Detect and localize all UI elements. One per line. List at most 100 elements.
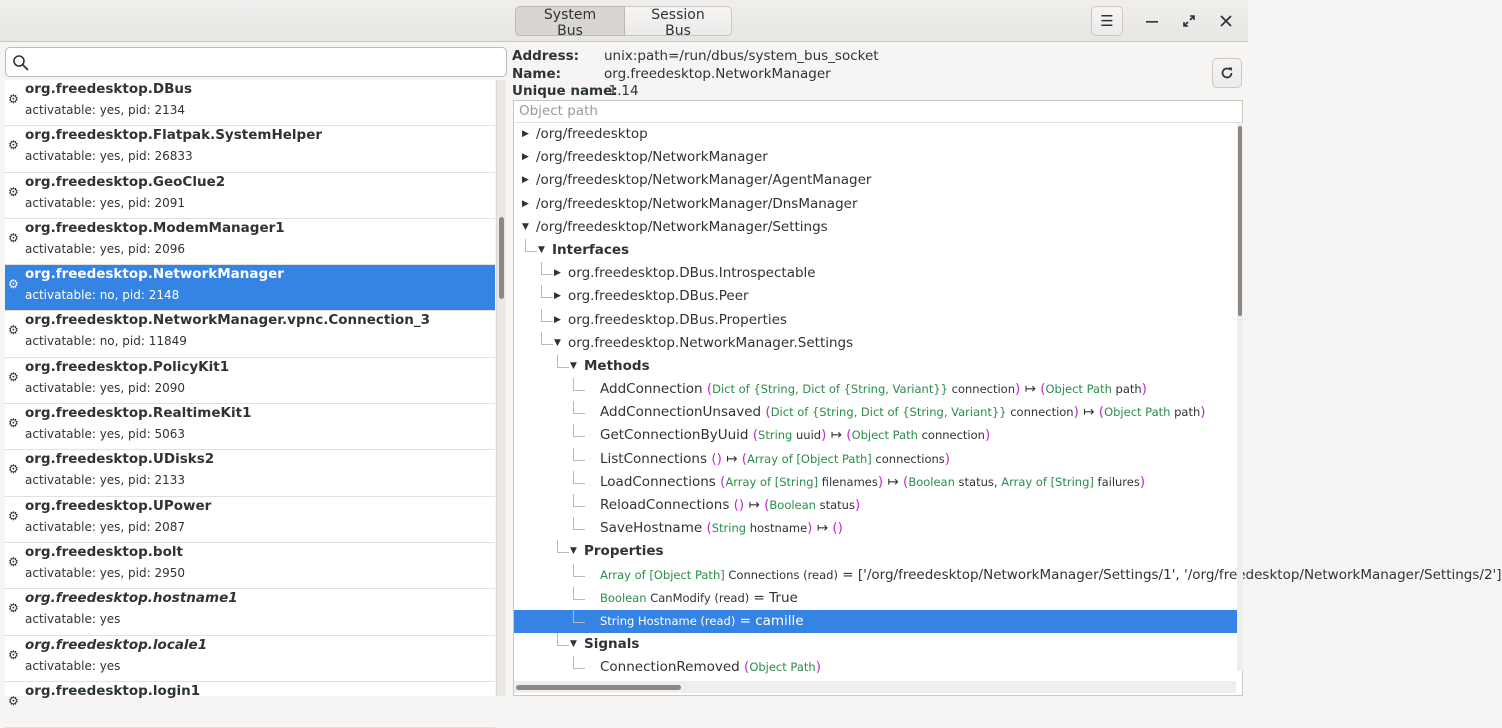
tree-row-text: /org/freedesktop/NetworkManager/DnsManag… [536,195,858,212]
scrollbar-thumb[interactable] [499,217,504,299]
tree-row-text: CanModify (read) [646,590,750,605]
tree-vertical-scrollbar[interactable] [1237,123,1243,671]
tree-row-text: String [711,521,747,536]
tree-row[interactable]: ▶ /org/freedesktop/NetworkManager [514,146,1242,169]
scrollbar-thumb[interactable] [516,685,681,690]
tree-row[interactable]: ▶org.freedesktop.DBus.Properties [514,308,1242,332]
bus-name-label: org.freedesktop.login1 [25,682,201,699]
tree-row[interactable]: ▼Properties [514,540,1242,563]
expander-collapsed-icon[interactable]: ▶ [522,129,529,139]
tree-row-text: /org/freedesktop/NetworkManager [536,149,768,166]
tree-row-text: ↦ [744,497,765,513]
search-input[interactable] [34,52,494,72]
tree-row-text: ( [846,427,852,444]
tree-row[interactable]: LoadConnections (Array of [String] filen… [514,470,1242,494]
expander-collapsed-icon[interactable]: ▶ [522,198,529,209]
tree-row[interactable]: ▶/org/freedesktop [514,123,1242,146]
header-bar: System Bus Session Bus ☰ [0,0,1248,42]
expander-expanded-icon[interactable]: ▼ [522,221,529,232]
bus-gear-icon: ⚙ [8,369,19,384]
maximize-icon [1183,15,1195,27]
tree-row-text: ( [720,473,726,490]
tree-row-text: ↦ [826,427,847,444]
tree-row[interactable]: ▼/org/freedesktop/NetworkManager/Setting… [514,216,1242,239]
expander-collapsed-icon[interactable]: ▶ [554,291,561,302]
expander-expanded-icon[interactable]: ▼ [570,639,577,650]
bus-list-scrollbar[interactable] [496,80,506,696]
tree-row[interactable]: GetConnectionByUuid (String uuid) ↦ (Obj… [514,424,1242,447]
expander-expanded-icon[interactable]: ▼ [538,244,545,255]
tree-row-text: ( [1098,404,1105,421]
tree-row-text: Object Path [851,428,918,443]
tree-row[interactable]: ConnectionRemoved (Object Path) [514,656,1242,679]
tree-row[interactable]: SaveHostname (String hostname) ↦ () [514,517,1242,540]
system-bus-tab[interactable]: System Bus [515,6,625,39]
tree-row[interactable]: AddConnectionUnsaved (Dict of {String, D… [514,401,1242,424]
tree-row-text: ( [903,473,909,490]
tree-row-label: Methods [584,355,650,378]
refresh-button[interactable] [1212,58,1242,88]
tree-row[interactable]: Array of [Object Path] Connections (read… [514,563,1502,587]
bus-name-label: org.freedesktop.hostname1 [25,590,238,607]
expander-expanded-icon[interactable]: ▼ [554,337,561,348]
bus-name-row[interactable]: ⚙org.freedesktop.NetworkManager.vpnc.Con… [5,311,495,358]
tree-row[interactable]: ▼org.freedesktop.NetworkManager.Settings [514,331,1242,355]
scrollbar-thumb[interactable] [1238,126,1242,316]
tree-row-label: /org/freedesktop/NetworkManager/DnsManag… [536,193,858,216]
expander-collapsed-icon[interactable]: ▶ [554,268,561,279]
tree-row-label: Boolean CanModify (read) = True [600,587,798,610]
close-icon [1220,15,1232,27]
expander-collapsed-icon[interactable]: ▶ [554,314,561,325]
object-tree-body: ▶/org/freedesktop▶/org/freedesktop/Netwo… [514,123,1502,680]
expander-collapsed-icon[interactable]: ▶ [522,152,529,163]
object-path-column-header[interactable]: Object path [514,101,1242,123]
tree-row-text: connections [871,451,945,466]
tree-row[interactable]: AddConnection (Dict of {String, Dict of … [514,378,1242,401]
tree-row[interactable]: ▶org.freedesktop.DBus.Introspectable [514,262,1242,285]
tree-row[interactable]: ▼ Methods [514,354,1242,378]
menu-button[interactable]: ☰ [1091,6,1123,36]
tree-horizontal-scrollbar[interactable] [514,681,1236,693]
bus-switcher: System Bus Session Bus [515,6,732,39]
bus-name-label: org.freedesktop.DBus [25,81,193,97]
search-field[interactable] [5,47,507,77]
tree-row[interactable]: ▶/org/freedesktop/NetworkManager/AgentMa… [514,169,1242,192]
tree-row[interactable]: ▼Signals [514,633,1242,656]
tree-row[interactable]: ListConnections () ↦ (Array of [Object P… [514,447,1242,471]
minimize-button[interactable] [1140,9,1164,33]
close-button[interactable] [1214,9,1238,33]
tree-guide-line [557,645,569,647]
tree-row[interactable]: ▶ /org/freedesktop/NetworkManager/DnsMana… [514,193,1242,216]
tree-row[interactable]: ▶org.freedesktop.DBus.Peer [514,285,1242,308]
bus-name-details: activatable: yes [25,658,121,673]
tree-guide-line [573,436,585,438]
expander-expanded-icon[interactable]: ▼ [570,360,577,371]
tree-guide-line [541,320,553,322]
tree-row[interactable]: Boolean CanModify (read) = True [514,586,1242,610]
tree-row[interactable]: ▼Interfaces [514,238,1242,262]
tree-row[interactable]: String Hostname (read) = camille [514,609,1242,634]
bus-info: Address:unix:path=/run/dbus/system_bus_s… [512,48,879,101]
name-value: org.freedesktop.NetworkManager [604,65,831,82]
expander-expanded-icon[interactable]: ▼ [570,546,577,557]
expander-collapsed-icon[interactable]: ▶ [522,175,529,186]
maximize-button[interactable] [1177,9,1201,33]
tree-row[interactable]: ReloadConnections () ↦ (Boolean status) [514,494,1242,517]
tree-row-text: ) [854,497,861,513]
tree-guide-line [573,447,574,460]
session-bus-tab[interactable]: Session Bus [625,6,732,39]
bus-name-row[interactable]: ⚙org.freedesktop.login1 [5,682,495,728]
